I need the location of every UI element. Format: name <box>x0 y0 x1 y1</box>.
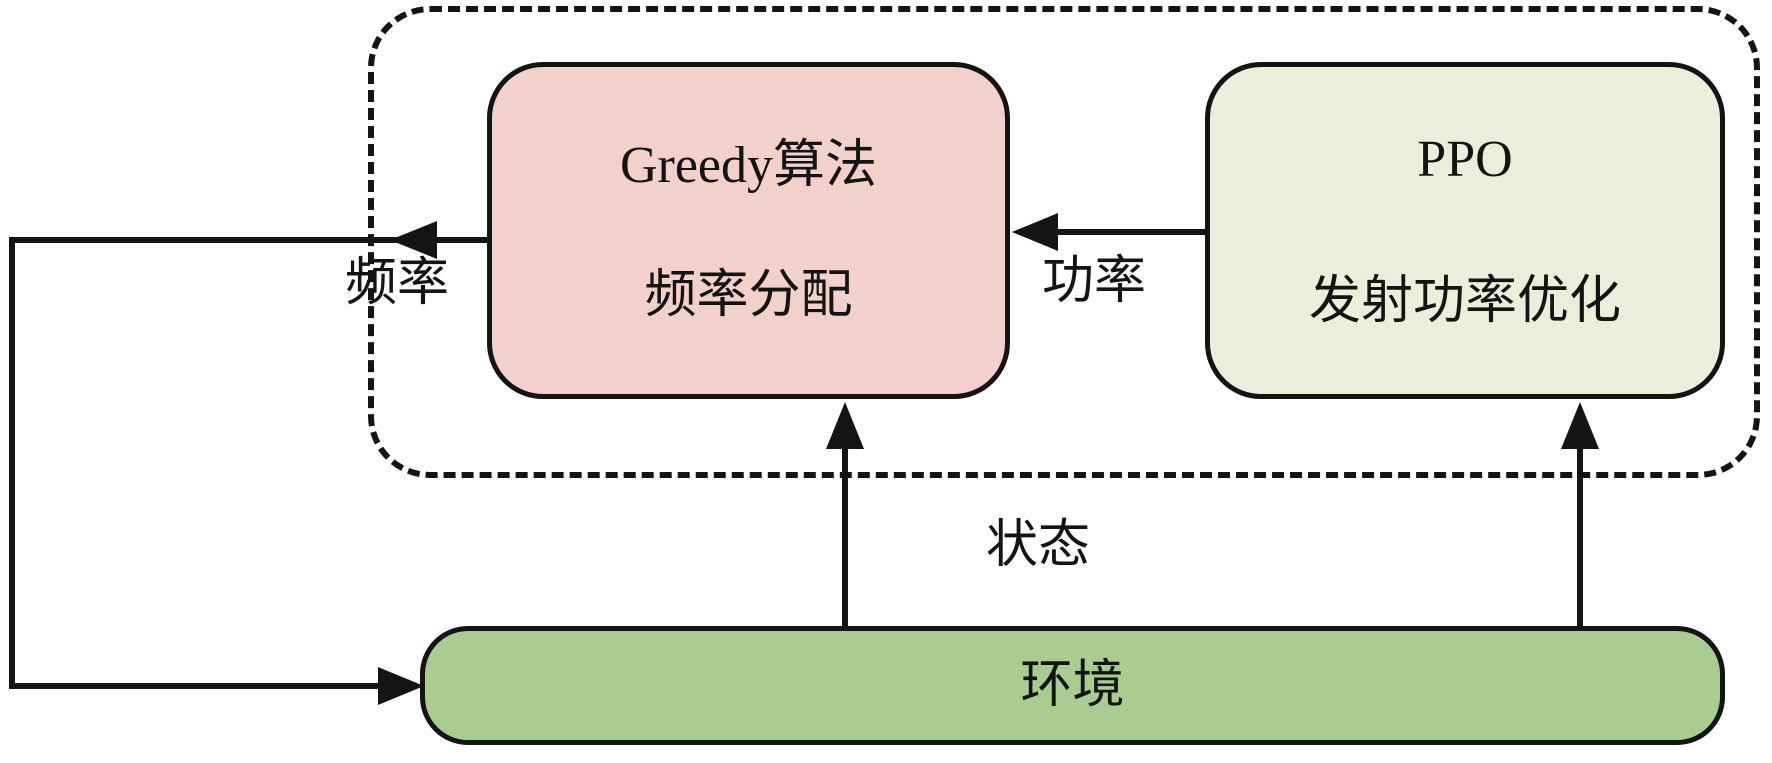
greedy-frequency-box: Greedy算法 频率分配 <box>487 62 1010 399</box>
ppo-box-title: PPO <box>1417 131 1513 189</box>
frequency-arrowhead-right <box>378 667 424 705</box>
environment-box: 环境 <box>420 626 1725 745</box>
ppo-power-box: PPO 发射功率优化 <box>1205 62 1725 399</box>
ppo-box-subtitle: 发射功率优化 <box>1308 272 1621 330</box>
greedy-box-title: Greedy算法 <box>619 137 878 195</box>
edge-label-power: 功率 <box>1042 253 1147 310</box>
greedy-box-subtitle: 频率分配 <box>644 266 853 324</box>
edge-label-frequency: 频率 <box>345 255 450 312</box>
edge-label-state: 状态 <box>986 517 1091 574</box>
environment-box-label: 环境 <box>1020 656 1125 714</box>
